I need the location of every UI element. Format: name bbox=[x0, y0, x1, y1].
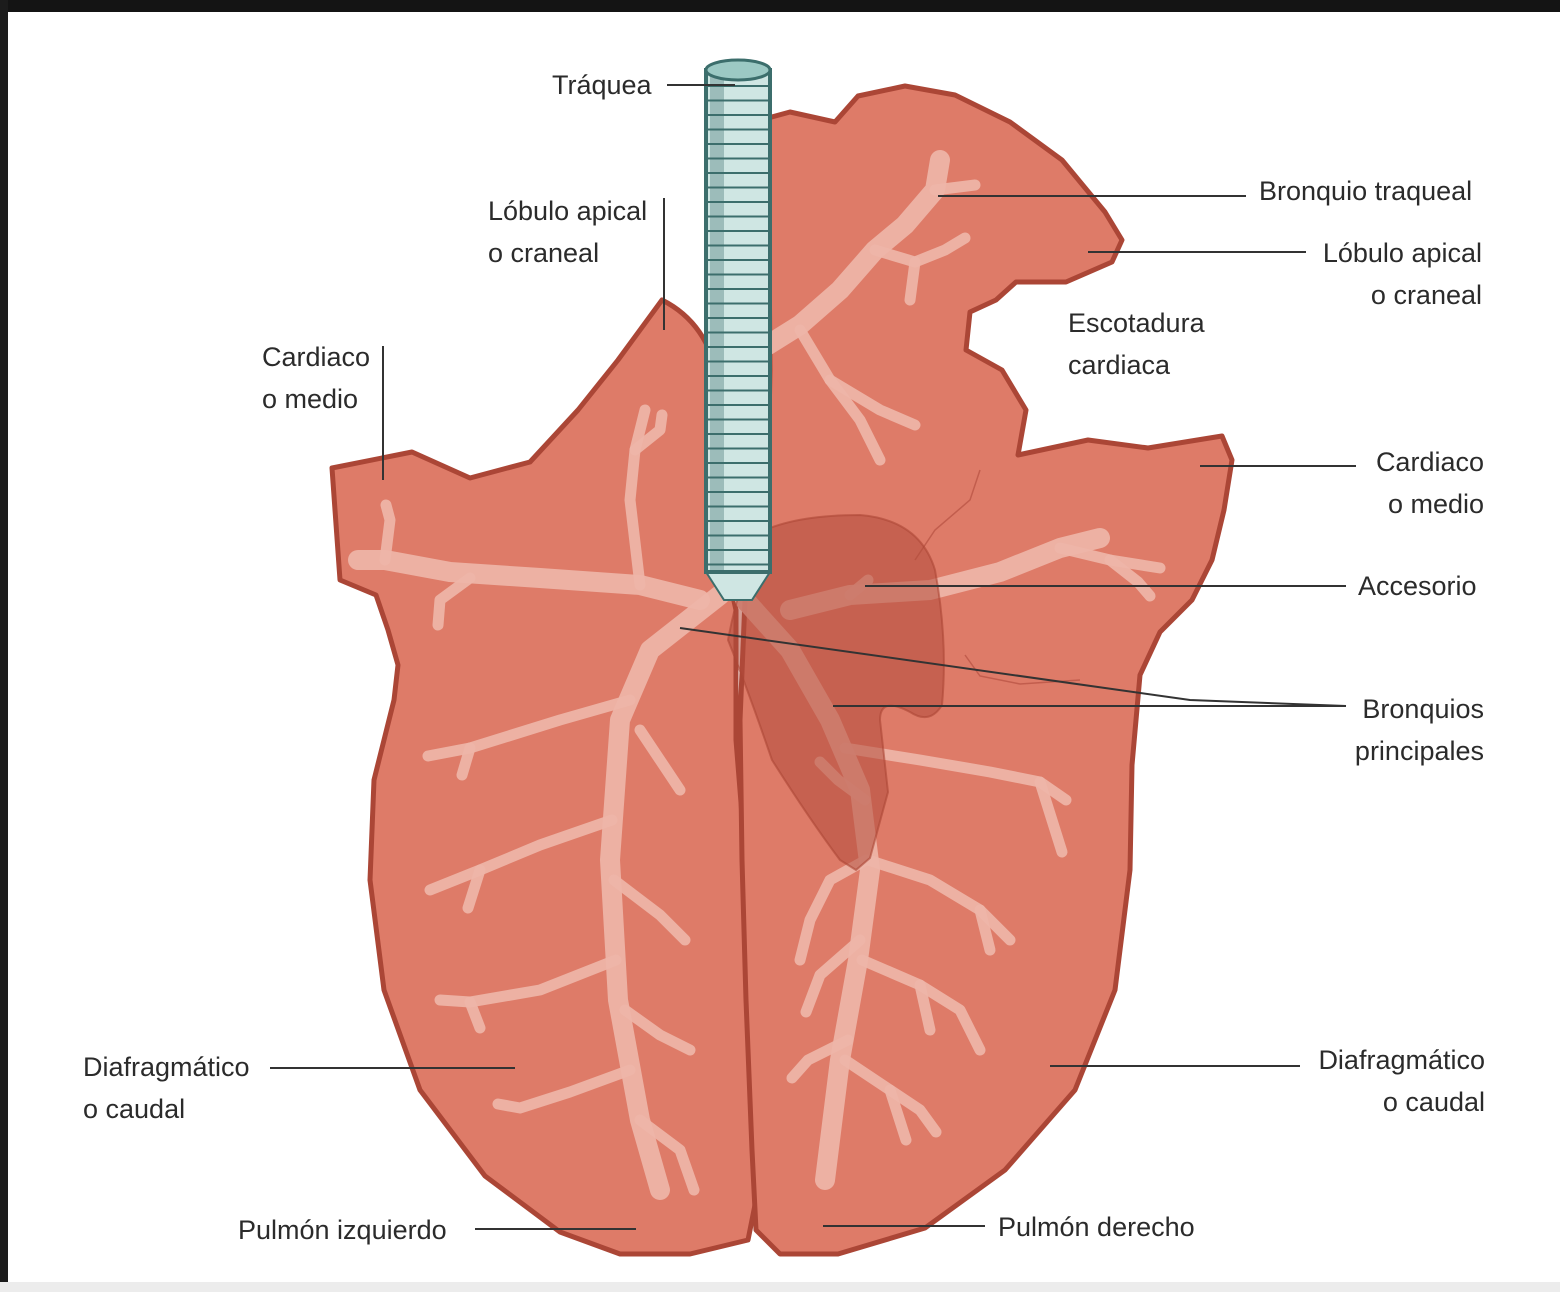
label-cardiac-notch-line1: Escotadura bbox=[1068, 302, 1205, 344]
label-main-bronchi-line2: principales bbox=[1355, 730, 1484, 772]
label-tracheal-bronchus-text: Bronquio traqueal bbox=[1259, 170, 1472, 212]
label-right-diaphragmatic-lobe: Diafragmático o caudal bbox=[1318, 1039, 1485, 1123]
trachea-shape bbox=[706, 60, 770, 600]
label-left-diaphragmatic-line2: o caudal bbox=[83, 1088, 250, 1130]
label-right-apical-lobe: Lóbulo apical o craneal bbox=[1323, 232, 1482, 316]
left-cardiac-twig-1 bbox=[385, 505, 390, 560]
label-right-apical-line1: Lóbulo apical bbox=[1323, 232, 1482, 274]
label-left-diaphragmatic-lobe: Diafragmático o caudal bbox=[83, 1046, 250, 1130]
label-accessory-lobe: Accesorio bbox=[1358, 565, 1477, 607]
label-left-apical-lobe: Lóbulo apical o craneal bbox=[488, 190, 647, 274]
label-left-cardiac-line1: Cardiaco bbox=[262, 336, 370, 378]
tracheal-bronchus-twig-1 bbox=[935, 185, 975, 190]
label-right-apical-line2: o craneal bbox=[1323, 274, 1482, 316]
tracheal-bronchus-twig-3 bbox=[910, 262, 915, 300]
label-left-lung-text: Pulmón izquierdo bbox=[238, 1209, 447, 1251]
label-trachea: Tráquea bbox=[552, 64, 652, 106]
left-caudal-twig-1 bbox=[462, 748, 470, 775]
trachea-shading bbox=[710, 70, 724, 572]
left-lung-shape bbox=[332, 300, 756, 1254]
label-accessory-text: Accesorio bbox=[1358, 565, 1477, 607]
label-right-lung-text: Pulmón derecho bbox=[998, 1206, 1195, 1248]
label-left-cardiac-line2: o medio bbox=[262, 378, 370, 420]
label-right-diaphragmatic-line2: o caudal bbox=[1318, 1081, 1485, 1123]
label-main-bronchi-line1: Bronquios bbox=[1355, 688, 1484, 730]
label-trachea-text: Tráquea bbox=[552, 64, 652, 106]
label-right-cardiac-line2: o medio bbox=[1376, 483, 1484, 525]
label-cardiac-notch: Escotadura cardiaca bbox=[1068, 302, 1205, 386]
label-main-bronchi: Bronquios principales bbox=[1355, 688, 1484, 772]
label-cardiac-notch-line2: cardiaca bbox=[1068, 344, 1205, 386]
label-left-lung: Pulmón izquierdo bbox=[238, 1209, 447, 1251]
label-right-cardiac-line1: Cardiaco bbox=[1376, 441, 1484, 483]
label-left-cardiac-lobe: Cardiaco o medio bbox=[262, 336, 370, 420]
label-right-cardiac-lobe: Cardiaco o medio bbox=[1376, 441, 1484, 525]
label-tracheal-bronchus: Bronquio traqueal bbox=[1259, 170, 1472, 212]
label-right-lung: Pulmón derecho bbox=[998, 1206, 1195, 1248]
trachea-opening bbox=[706, 60, 770, 80]
label-right-diaphragmatic-line1: Diafragmático bbox=[1318, 1039, 1485, 1081]
label-left-apical-line2: o craneal bbox=[488, 232, 647, 274]
label-left-diaphragmatic-line1: Diafragmático bbox=[83, 1046, 250, 1088]
label-left-apical-line1: Lóbulo apical bbox=[488, 190, 647, 232]
